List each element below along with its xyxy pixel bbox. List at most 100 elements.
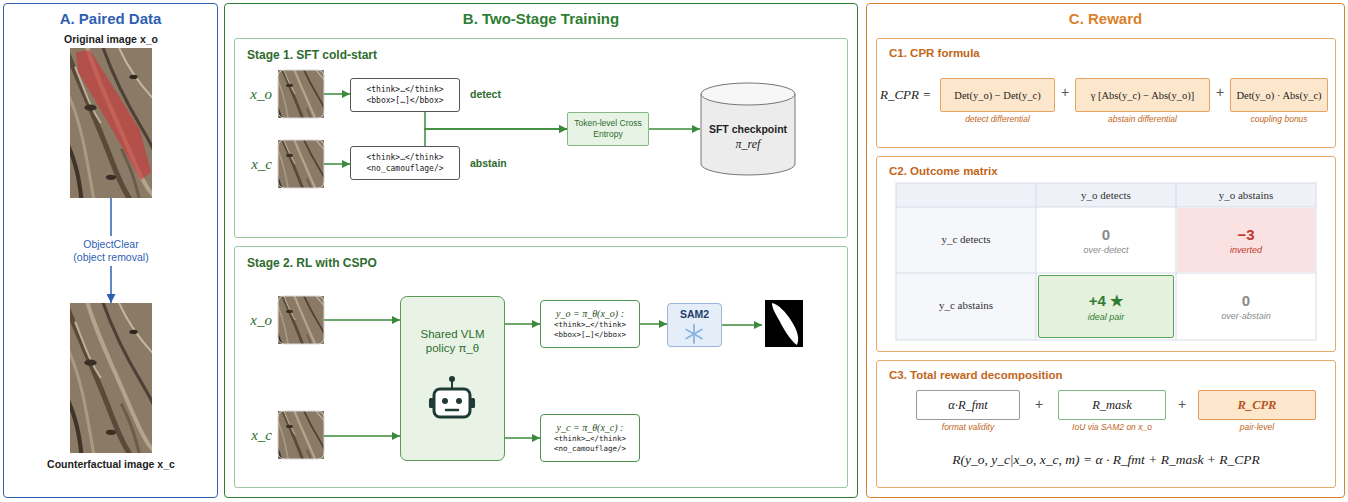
code-output-box: <think>…</think> <bbox>[…]</bbox> xyxy=(350,78,460,112)
cell-value: −3 xyxy=(1237,226,1254,243)
reward-term: R_mask xyxy=(1092,398,1132,413)
text-label: R_CPR = xyxy=(880,87,931,103)
cylinder-top xyxy=(701,83,795,105)
formula-term-box: Det(y_o) · Abs(y_c)coupling bonus xyxy=(1230,78,1328,112)
section-title: C3. Total reward decomposition xyxy=(889,369,1063,381)
checkpoint-label: SFT checkpoint xyxy=(709,123,787,135)
image-node: Counterfactual image x_c xyxy=(70,303,152,453)
code-text: <think>…</think> <no_camouflage/> xyxy=(544,434,636,454)
loss-box: Token-level Cross Entropy xyxy=(567,112,649,146)
thumbnail-images xyxy=(275,389,330,484)
connector-arrow xyxy=(324,163,350,165)
snowflake-icon xyxy=(686,325,702,343)
mask-image xyxy=(765,300,803,347)
matrix-cell: +4 ★ideal pair xyxy=(1038,275,1174,338)
robot-icon xyxy=(470,398,475,408)
reward-term: R_CPR xyxy=(1238,398,1277,413)
panel-title: A. Paired Data xyxy=(4,10,217,27)
text-label: + xyxy=(1216,84,1224,100)
snowflake-icon xyxy=(686,330,702,339)
original-image xyxy=(76,50,151,180)
panel-title: C. Reward xyxy=(867,10,1344,27)
cell-caption: inverted xyxy=(1230,245,1262,255)
image-node: x_o xyxy=(278,70,324,118)
matrix-cell: 0over-abstain xyxy=(1177,274,1315,339)
image-label: x_o xyxy=(250,86,272,103)
thumbnail-images xyxy=(278,296,324,344)
image-node: x_o xyxy=(278,296,324,344)
reward-term-box: R_CPRpair-level xyxy=(1198,390,1316,420)
loss-label: Token-level Cross Entropy xyxy=(572,118,644,140)
cell-value: 0 xyxy=(1102,226,1110,243)
matrix-cell: 0 over-detect xyxy=(1037,208,1175,272)
code-text: <think>…</think> <bbox>[…]</bbox> xyxy=(354,84,456,106)
term-caption: IoU via SAM2 on x_o xyxy=(1039,422,1185,432)
policy-fill xyxy=(400,296,505,461)
sam-box: SAM2 xyxy=(667,303,722,347)
outcome-table xyxy=(896,183,1316,207)
stage-title: Stage 1. SFT cold-start xyxy=(247,48,377,62)
code-output-box: <think>…</think> <no_camouflage/> xyxy=(350,146,460,180)
cell-caption: over-abstain xyxy=(1221,311,1270,321)
outcome-table xyxy=(896,183,1316,340)
connector-arrow xyxy=(324,93,350,95)
panel: C. RewardC1. CPR formulaDet(y_o) − Det(y… xyxy=(866,3,1345,498)
text-label: y_c abstains xyxy=(939,299,993,311)
image-label: x_c xyxy=(251,156,272,173)
text-label: detect xyxy=(470,88,501,100)
image-label: x_o xyxy=(250,312,272,329)
section-box: C3. Total reward decompositionα·R_fmtfor… xyxy=(876,360,1336,488)
original-image xyxy=(65,41,162,210)
stage-box: Stage 2. RL with CSPOx_ox_cShared VLM po… xyxy=(234,246,848,488)
robot-icon xyxy=(429,376,475,417)
original-image xyxy=(65,41,162,210)
outcome-table xyxy=(896,183,1316,340)
formula-term-box: γ [Abs(y_c) − Abs(y_o)]abstain different… xyxy=(1075,78,1210,112)
robot-icon xyxy=(429,398,434,408)
outcome-table xyxy=(896,273,1316,274)
counterfactual-image xyxy=(65,296,162,465)
connector-arrow xyxy=(640,323,667,325)
reward-term-box: R_maskIoU via SAM2 on x_o xyxy=(1058,390,1166,420)
thumbnail-images xyxy=(275,274,330,369)
mask-image xyxy=(765,300,803,347)
code-text: <think>…</think> <no_camouflage/> xyxy=(354,152,456,174)
text-label: + xyxy=(1178,396,1186,412)
sam-label: SAM2 xyxy=(680,308,709,320)
sam-fill xyxy=(667,303,722,347)
matrix-cell: −3 inverted xyxy=(1177,208,1315,272)
connector-arrow xyxy=(425,112,567,129)
thumbnail-images xyxy=(278,140,324,188)
image-node: x_c xyxy=(278,140,324,188)
formula-term-box: Det(y_o) − Det(y_c)detect differential xyxy=(940,78,1055,112)
term-caption: pair-level xyxy=(1179,422,1335,432)
thumbnail-images xyxy=(278,70,324,118)
output-formula: y_o = π_θ(x_o) : xyxy=(556,308,624,320)
panel: B. Two-Stage TrainingStage 1. SFT cold-s… xyxy=(224,3,858,498)
robot-icon xyxy=(446,409,458,412)
stage-title: Stage 2. RL with CSPO xyxy=(247,256,377,270)
policy-box: Shared VLM policy π_θ xyxy=(400,296,505,461)
image-label: Counterfactual image x_c xyxy=(47,458,175,470)
mask-image xyxy=(772,303,798,345)
term-caption: abstain differential xyxy=(1056,114,1229,124)
thumbnail-images xyxy=(275,118,330,213)
formula-term: Det(y_o) − Det(y_c) xyxy=(954,89,1040,102)
output-box: y_c = π_θ(x_c) :<think>…</think> <no_cam… xyxy=(540,414,640,462)
term-caption: detect differential xyxy=(921,114,1074,124)
formula-term: Det(y_o) · Abs(y_c) xyxy=(1236,89,1321,102)
connector-arrow xyxy=(649,128,700,130)
connector-arrow xyxy=(324,319,400,321)
connector-arrow xyxy=(505,437,540,439)
image-label: Original image x_o xyxy=(64,33,158,45)
code-text: <think>…</think> <bbox>[…]</bbox> xyxy=(544,320,636,340)
section-box: C1. CPR formulaDet(y_o) − Det(y_c)detect… xyxy=(876,38,1336,148)
snowflake-icon xyxy=(686,330,702,339)
cell-caption: over-detect xyxy=(1084,245,1129,255)
robot-icon xyxy=(442,398,448,404)
cell-caption: ideal pair xyxy=(1088,312,1125,322)
thumbnail-images xyxy=(278,411,324,459)
section-title: C2. Outcome matrix xyxy=(889,165,998,177)
section-title: C1. CPR formula xyxy=(889,47,980,59)
text-label: y_o abstains xyxy=(1219,189,1274,201)
